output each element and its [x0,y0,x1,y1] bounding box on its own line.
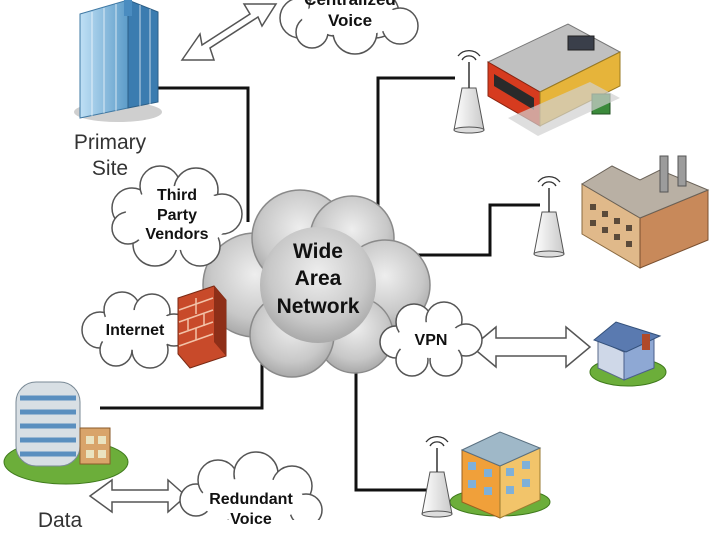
primary-site-label: Primary Site [50,130,170,181]
link-retail-store [376,76,455,222]
wireless-tower-icon-retail [453,50,485,134]
redundant-voice-label: Redundant Voice [196,490,306,529]
redundant-voice-line2: Voice [230,510,272,528]
apartment-building-icon [449,431,551,519]
firewall-icon [177,285,227,369]
cloud-centralized-voice [279,0,419,55]
primary-site-line2: Site [91,156,129,180]
cloud-internet [81,291,191,369]
factory-building-icon [581,155,710,269]
cloud-redundant-voice [179,451,323,534]
data-redundant-arrow [88,478,188,514]
primary-site-line1: Primary [73,131,147,154]
branch-house-icon [589,321,667,387]
wireless-tower-icon-factory [533,176,565,258]
small-clouds [81,0,483,534]
third-party-line3: Vendors [145,226,209,244]
link-data-center [100,345,264,410]
network-diagram: Centralized Voice Primary Site Third Par… [3,0,710,534]
wan-line3: Network [276,294,360,318]
primary-site-building-icon [74,0,162,122]
diagram-canvas [3,0,710,534]
link-primary-site [150,86,250,222]
third-party-line1: Third [157,187,197,204]
redundant-voice-line1: Redundant [209,491,293,508]
third-party-vendors-label: Third Party Vendors [127,186,227,245]
retail-store-building-icon [486,23,622,136]
wan-links [100,76,540,492]
centralized-voice-line1: Centralized [280,0,420,11]
wan-cloud [202,189,431,378]
vpn-branch-arrow [470,325,592,369]
link-apartment [354,350,430,492]
wan-label: Wide Area Network [258,238,378,320]
double-arrows [88,3,592,514]
data-site-label: Data [37,509,83,532]
link-factory [405,203,540,257]
centralized-voice-label: Centralized Voice [280,0,420,31]
vpn-label: VPN [414,332,448,349]
centralized-voice-line2: Voice [327,10,373,30]
data-center-building-icon [3,381,129,485]
cloud-third-party [111,165,243,267]
wan-line2: Area [294,267,342,291]
cloud-vpn [379,301,483,377]
wireless-tower-icon-apartment [421,436,453,518]
wan-line1: Wide [293,240,343,263]
internet-label: Internet [105,322,165,339]
primary-voice-arrow [180,3,278,61]
third-party-line2: Party [156,206,198,224]
